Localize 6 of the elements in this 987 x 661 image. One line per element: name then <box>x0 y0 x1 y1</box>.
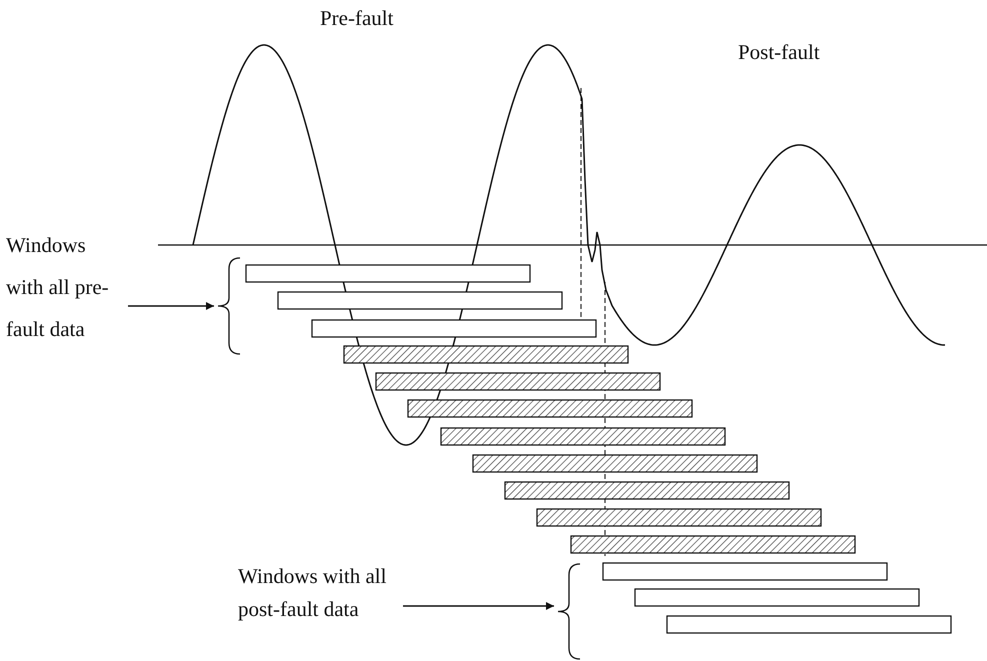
group-label: Windows with all pre-fault data <box>6 232 110 343</box>
region-label: Post-fault <box>738 40 820 65</box>
group-label: Windows with all post-fault data <box>238 563 388 623</box>
arrow <box>403 602 554 610</box>
arrow <box>128 302 214 310</box>
region-label: Pre-fault <box>320 6 394 31</box>
